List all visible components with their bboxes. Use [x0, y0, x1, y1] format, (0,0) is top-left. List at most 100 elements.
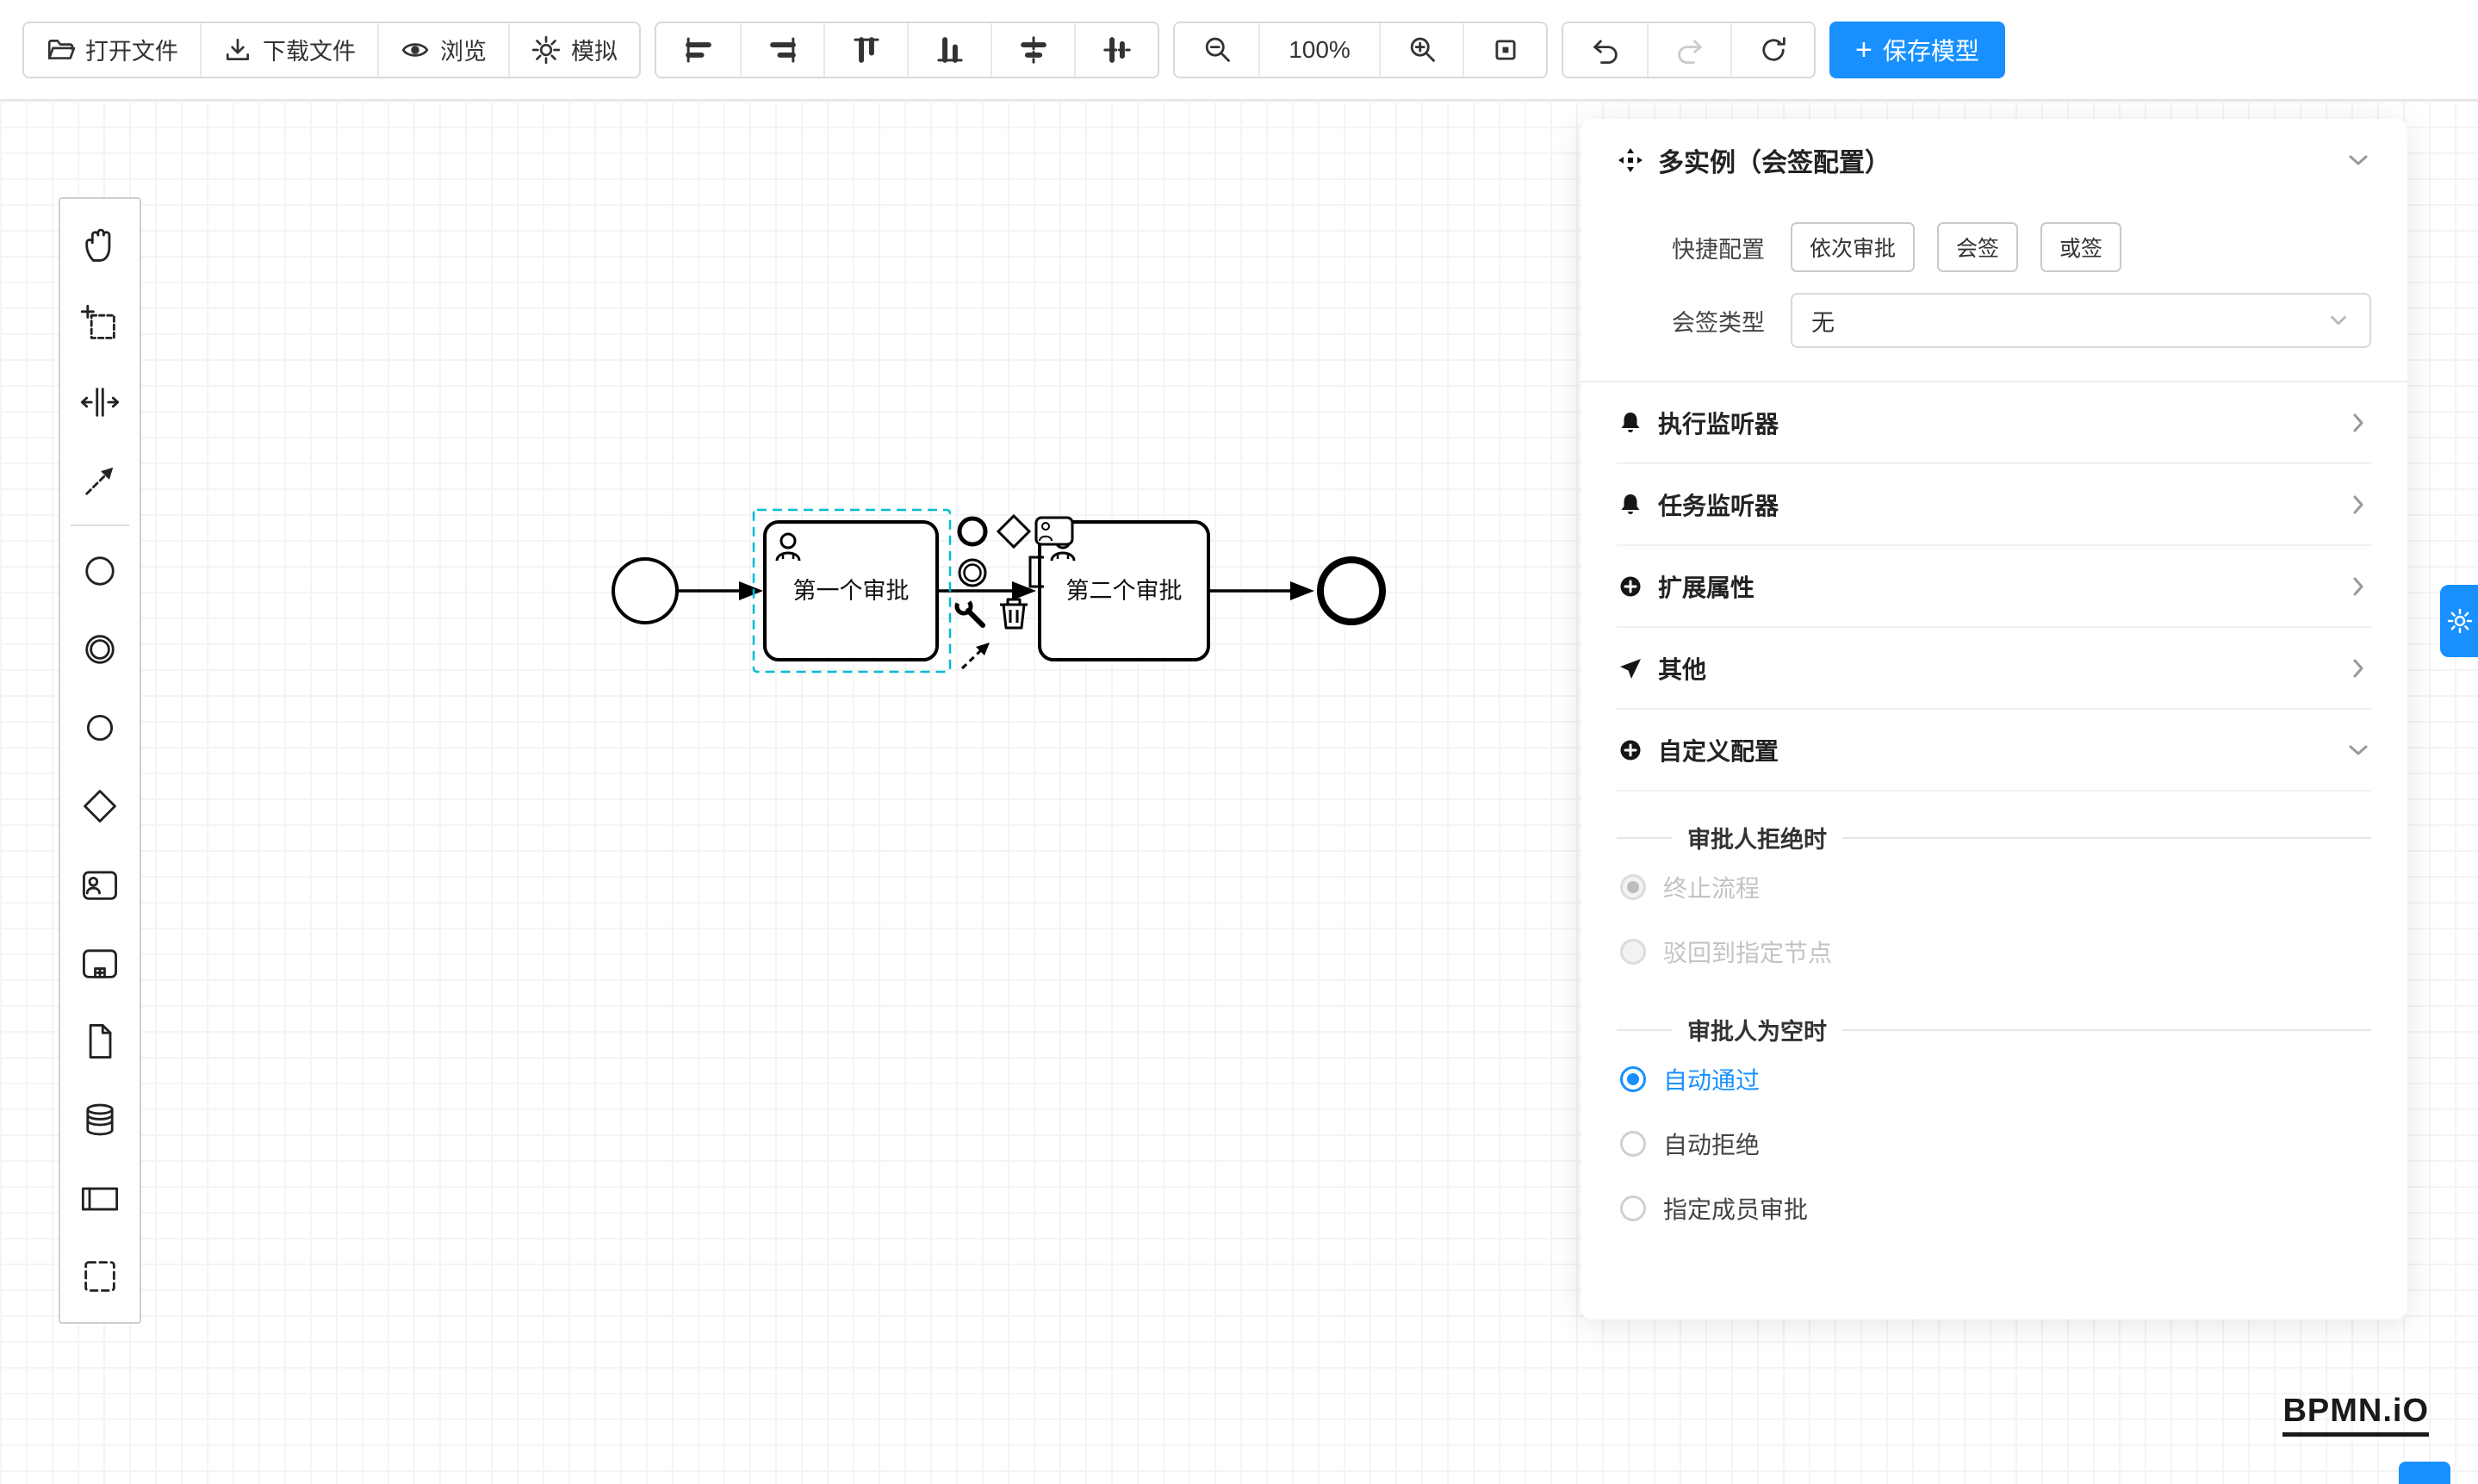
quick-config-row: 快捷配置 依次审批 会签 或签	[1617, 222, 2371, 272]
chevron-right-icon	[2353, 495, 2363, 513]
create-start-event[interactable]	[60, 531, 140, 610]
chevron-down-icon	[2331, 315, 2346, 326]
create-end-event[interactable]	[60, 688, 140, 767]
reject-heading-text: 审批人拒绝时	[1687, 827, 1827, 853]
global-connect-icon	[85, 467, 114, 495]
subprocess-icon	[83, 948, 117, 978]
countersign-button[interactable]: 会签	[1937, 222, 2019, 272]
corner-float-button[interactable]	[2399, 1462, 2450, 1484]
undo-button[interactable]	[1563, 22, 1647, 77]
hand-tool-icon	[85, 228, 111, 262]
zoom-in-button[interactable]	[1379, 22, 1463, 77]
extended-properties-label: 扩展属性	[1658, 574, 1755, 601]
reset-icon	[1761, 36, 1786, 61]
align-middle-vertical-button[interactable]	[1074, 22, 1158, 77]
preview-label: 浏览	[440, 39, 487, 65]
create-user-task[interactable]	[60, 845, 140, 923]
task-listener-row[interactable]: 任务监听器	[1617, 464, 2371, 546]
reset-button[interactable]	[1730, 22, 1814, 77]
space-tool-icon	[80, 387, 120, 417]
sign-type-value: 无	[1811, 309, 1835, 336]
align-bottom-icon	[936, 36, 963, 63]
section-divider	[1581, 381, 2407, 382]
other-row[interactable]: 其他	[1617, 628, 2371, 710]
create-group[interactable]	[60, 1237, 140, 1315]
create-data-object[interactable]	[60, 1002, 140, 1080]
group-icon	[84, 1260, 115, 1292]
auto-reject-label: 自动拒绝	[1663, 1131, 1761, 1158]
data-object-icon	[89, 1023, 112, 1059]
create-data-store[interactable]	[60, 1080, 140, 1158]
orsign-button[interactable]: 或签	[2040, 222, 2122, 272]
top-toolbar: 打开文件 下载文件 浏览 模拟	[0, 0, 2478, 101]
align-top-icon	[853, 36, 879, 63]
zoom-level[interactable]: 100%	[1258, 22, 1379, 77]
create-subprocess[interactable]	[60, 923, 140, 1002]
align-left-button[interactable]	[656, 22, 740, 77]
redo-button[interactable]	[1647, 22, 1730, 77]
align-right-button[interactable]	[740, 22, 823, 77]
create-gateway[interactable]	[60, 767, 140, 845]
sign-type-select[interactable]: 无	[1791, 293, 2371, 348]
global-connect-tool[interactable]	[60, 441, 140, 519]
custom-config-row[interactable]: 自定义配置	[1617, 710, 2371, 792]
create-intermediate-event[interactable]	[60, 610, 140, 688]
reject-to-node-label: 驳回到指定节点	[1663, 939, 1833, 966]
space-tool[interactable]	[60, 363, 140, 441]
fit-viewport-button[interactable]	[1463, 22, 1546, 77]
radio-option-auto-pass[interactable]: 自动通过	[1617, 1046, 2371, 1111]
align-right-icon	[769, 36, 796, 63]
start-event-icon	[85, 556, 115, 586]
folder-open-icon	[47, 39, 75, 59]
preview-button[interactable]: 浏览	[377, 22, 508, 77]
radio-option-designated-member[interactable]: 指定成员审批	[1617, 1176, 2371, 1240]
chevron-down-icon	[2349, 155, 2368, 165]
zoom-in-icon	[1410, 37, 1435, 62]
settings-drawer-toggle[interactable]	[2440, 585, 2478, 657]
user-task-icon	[83, 870, 117, 900]
simulate-button[interactable]: 模拟	[508, 22, 639, 77]
zoom-button-group: 100%	[1173, 21, 1548, 78]
lasso-tool-icon	[80, 304, 115, 339]
custom-config-label: 自定义配置	[1658, 737, 1779, 765]
lasso-tool[interactable]	[60, 284, 140, 363]
radio-icon	[1620, 873, 1646, 900]
auto-pass-label: 自动通过	[1663, 1066, 1761, 1094]
execution-listener-row[interactable]: 执行监听器	[1617, 382, 2371, 464]
align-center-horizontal-button[interactable]	[991, 22, 1074, 77]
zoom-out-button[interactable]	[1175, 22, 1258, 77]
download-file-button[interactable]: 下载文件	[200, 22, 377, 77]
gateway-icon	[84, 789, 116, 823]
save-model-button[interactable]: + 保存模型	[1829, 21, 2005, 78]
sequential-approval-button[interactable]: 依次审批	[1791, 222, 1916, 272]
participant-icon	[81, 1187, 119, 1211]
send-icon	[1620, 658, 1641, 679]
align-top-button[interactable]	[823, 22, 907, 77]
extended-properties-row[interactable]: 扩展属性	[1617, 546, 2371, 628]
chevron-right-icon	[2353, 577, 2363, 595]
simulate-label: 模拟	[571, 39, 618, 65]
redo-icon	[1677, 39, 1702, 64]
undo-icon	[1593, 39, 1618, 64]
radio-option-terminate[interactable]: 终止流程	[1617, 854, 2371, 919]
align-bottom-button[interactable]	[907, 22, 991, 77]
chevron-right-icon	[2353, 659, 2363, 677]
terminate-label: 终止流程	[1663, 874, 1761, 902]
panel-header-multi-instance[interactable]: 多实例（会签配置）	[1617, 119, 2371, 202]
hand-tool[interactable]	[60, 206, 140, 284]
eye-icon	[401, 42, 429, 57]
open-file-button[interactable]: 打开文件	[24, 22, 200, 77]
radio-option-auto-reject[interactable]: 自动拒绝	[1617, 1111, 2371, 1176]
gear-icon	[531, 35, 561, 64]
radio-icon	[1620, 938, 1646, 965]
create-participant[interactable]	[60, 1158, 140, 1237]
chevron-down-icon	[2349, 745, 2368, 754]
bpmn-io-logo[interactable]: BPMN.iO	[2282, 1393, 2429, 1437]
download-file-label: 下载文件	[263, 39, 356, 65]
quick-config-label: 快捷配置	[1672, 236, 1765, 263]
download-icon	[226, 38, 250, 60]
fit-viewport-icon	[1494, 39, 1516, 60]
gear-icon	[2447, 608, 2473, 634]
radio-option-reject-to-node[interactable]: 驳回到指定节点	[1617, 919, 2371, 984]
